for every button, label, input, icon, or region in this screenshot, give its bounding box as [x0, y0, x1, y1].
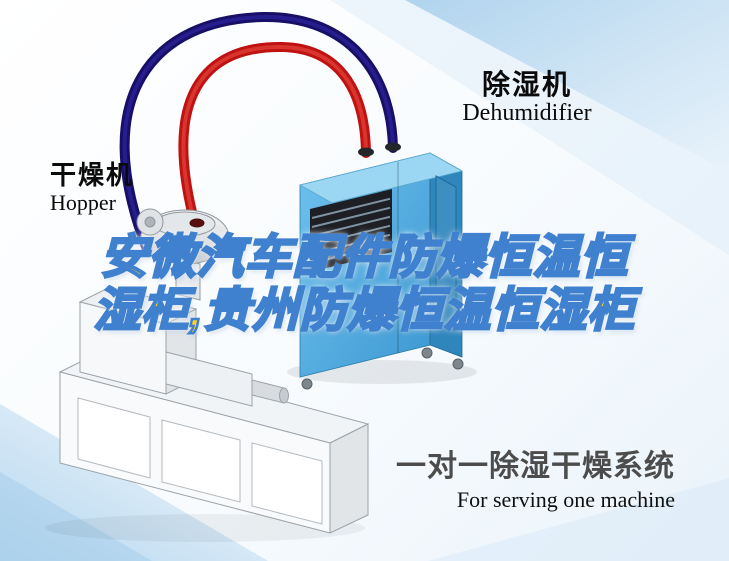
dehumidifier-top-face — [298, 152, 464, 204]
hopper-label-en: Hopper — [50, 190, 116, 216]
corner-band-top-right — [405, 0, 729, 172]
dehumidifier-label-cn: 除湿机 — [481, 69, 572, 100]
hopper-label-cn: 干燥机 — [50, 160, 135, 190]
corner-band-bottom-right — [428, 478, 729, 561]
extruder-machine — [45, 286, 370, 542]
main-title-line1: 安微汽车配件防爆恒温恒 — [99, 229, 629, 285]
dehumidifier-machine — [287, 152, 477, 390]
bottom-caption-en: For serving one machine — [456, 487, 675, 512]
dehumidifier-label-en: Dehumidifier — [462, 100, 592, 127]
hopper-hose-port — [189, 218, 205, 228]
barrel-tip — [279, 387, 289, 404]
vent-grille-icon — [310, 189, 392, 272]
dehumidifier-label: 除湿机 Dehumidifier — [452, 70, 602, 127]
supply-hose-red-highlight — [181, 44, 368, 230]
hopper-blower-hub — [144, 216, 156, 228]
dehumidifier-feet — [301, 347, 464, 390]
bottom-caption-cn: 一对一除湿干燥系统 — [396, 450, 675, 483]
return-hose-navy-highlight — [122, 14, 395, 254]
extruder-panel — [161, 419, 241, 503]
corner-band-bottom-left-inner — [0, 472, 152, 561]
hopper-machine — [136, 208, 230, 301]
extruder-panel — [251, 442, 323, 525]
hoses — [119, 11, 398, 257]
hose-connectors — [358, 142, 401, 157]
bottom-caption: 一对一除湿干燥系统 For serving one machine — [335, 450, 675, 512]
extruder-panel — [77, 397, 151, 479]
hopper-label: 干燥机 Hopper — [50, 160, 180, 216]
barrel-housing — [165, 351, 253, 407]
main-title: 安微汽车配件防爆恒温恒 湿柜,贵州防爆恒温恒湿柜 — [20, 229, 709, 338]
side-door-outline — [435, 175, 457, 332]
main-title-line2: 湿柜,贵州防爆恒温恒湿柜 — [92, 282, 636, 338]
extruder-right-face — [329, 423, 369, 534]
